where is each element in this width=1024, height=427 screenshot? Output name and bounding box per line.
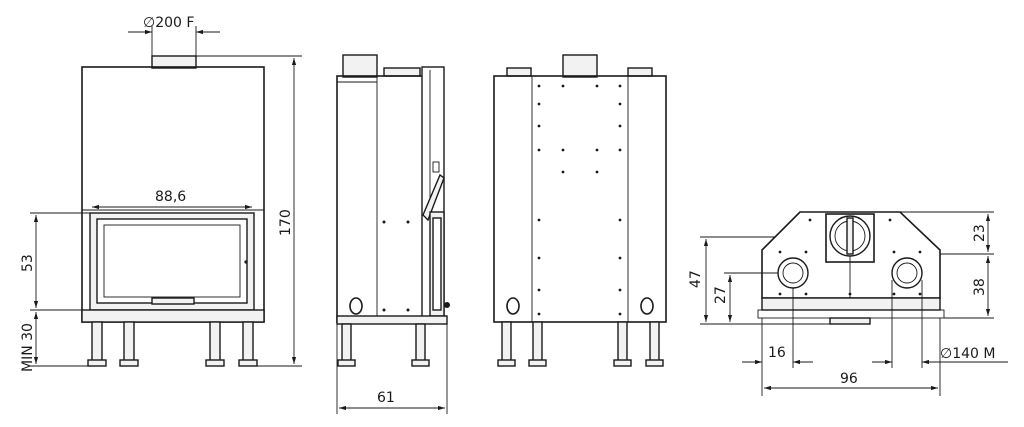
upper-height-label: 23 <box>972 224 988 242</box>
rear-holes <box>537 84 622 316</box>
top-base <box>761 297 941 311</box>
outlet-center-height-label: 27 <box>713 286 729 304</box>
outlet-offset-label: 16 <box>768 345 786 361</box>
rear-legs <box>497 321 664 367</box>
front-flue-collar <box>151 55 197 69</box>
rear-view <box>493 54 667 367</box>
right-air-outlet <box>891 257 923 289</box>
depth-label: 61 <box>377 390 395 406</box>
door-width-label: 88,6 <box>155 189 186 205</box>
min-leg-height-label: MIN 30 <box>20 323 36 372</box>
side-air-inlet <box>349 297 363 315</box>
total-width-label: 96 <box>840 371 858 387</box>
flue-diameter-label: ∅200 F <box>143 15 194 31</box>
front-view: ∅200 F 88,6 170 53 MIN 30 <box>20 15 302 372</box>
rear-body <box>493 75 667 323</box>
rear-air-inlet-right <box>640 297 654 315</box>
left-air-outlet <box>777 257 809 289</box>
outlet-height-left-label: 47 <box>688 270 704 288</box>
rear-air-inlet-left <box>506 297 520 315</box>
total-height-label: 170 <box>278 209 294 236</box>
outlet-diameter-label: ∅140 M <box>940 346 995 362</box>
front-base <box>81 309 265 323</box>
side-legs <box>337 323 430 367</box>
front-legs <box>87 321 258 367</box>
front-door-glass <box>96 218 248 304</box>
rear-flue-collar <box>562 54 598 78</box>
side-flue-collar <box>342 54 378 78</box>
side-view: 61 <box>336 54 450 414</box>
side-body <box>336 75 426 323</box>
front-door-handle <box>151 297 195 305</box>
top-view: 47 27 16 ∅140 M 96 23 38 <box>688 211 1008 396</box>
lower-height-label: 38 <box>972 278 988 296</box>
door-height-label: 53 <box>20 254 36 272</box>
